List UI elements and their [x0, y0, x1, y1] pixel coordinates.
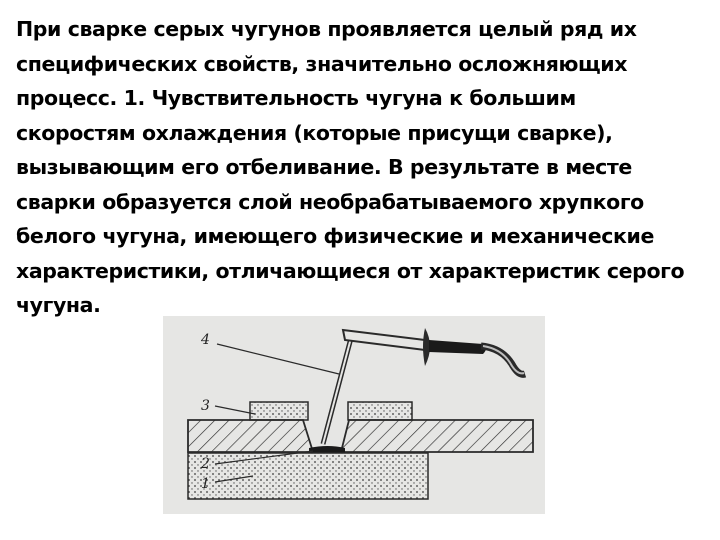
label-2: 2	[200, 456, 210, 472]
text-line: белого чугуна, имеющего физические и мех…	[16, 224, 655, 248]
welding-diagram-svg: 4 3 2 1	[163, 316, 545, 514]
leader-1	[214, 475, 254, 483]
top-pad-right	[347, 401, 413, 421]
cable-core	[482, 345, 525, 375]
text-line: чугуна.	[16, 293, 101, 317]
weld-layer	[309, 446, 345, 453]
text-line: специфических свойств, значительно ослож…	[16, 51, 628, 76]
text-line: вызывающим его отбеливание. В результате…	[16, 155, 632, 179]
text-line: сварки образуется слой необрабатываемого…	[16, 189, 644, 214]
electrode-rod-core	[322, 337, 352, 445]
slide-text: При сварке серых чугунов проявляется цел…	[16, 12, 712, 323]
welding-diagram: 4 3 2 1	[163, 316, 545, 514]
holder-guard	[423, 328, 430, 366]
holder-handle	[429, 340, 486, 354]
leader-4	[216, 343, 340, 375]
plate-left	[187, 419, 315, 453]
leader-2	[214, 450, 314, 465]
text-line: характеристики, отличающиеся от характер…	[16, 258, 685, 283]
label-1: 1	[201, 476, 210, 492]
label-4: 4	[200, 332, 210, 348]
text-line: процесс. 1. Чувствительность чугуна к бо…	[16, 86, 576, 110]
top-pad-left	[249, 401, 309, 421]
plate-right	[339, 419, 534, 453]
label-3: 3	[201, 398, 210, 414]
leader-3	[214, 405, 256, 415]
base-block	[187, 452, 429, 500]
text-line: скоростям охлаждения (которые присущи св…	[16, 120, 613, 145]
text-line: При сварке серых чугунов проявляется цел…	[16, 17, 637, 41]
